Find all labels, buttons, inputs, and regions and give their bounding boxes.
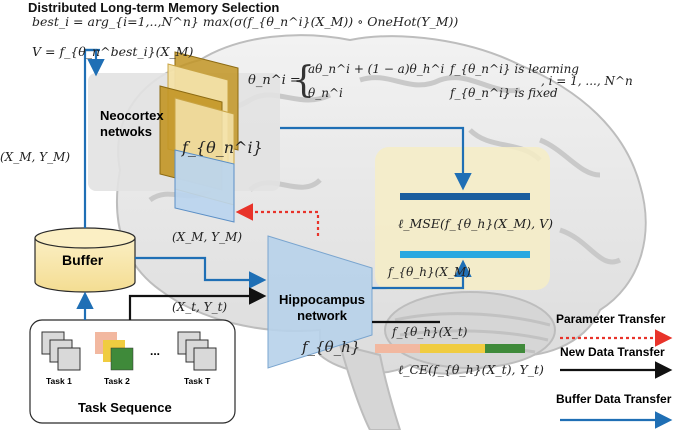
- hippocampus-output-xm-label: f_{θ_h}(X_M): [388, 265, 471, 279]
- hippocampus-output-xt-label: f_{θ_h}(X_t): [392, 325, 468, 339]
- new-pair-label: (X_t, Y_t): [172, 300, 228, 314]
- case-brace: {: [292, 60, 315, 101]
- neocortex-function-label: f_{θ_n^i}: [182, 138, 263, 157]
- legend-parameter-transfer: Parameter Transfer: [556, 312, 666, 326]
- theta-case-learning: aθ_n^i + (1 − a)θ_h^i: [308, 62, 445, 76]
- memory-pair-left-label: (X_M, Y_M): [0, 150, 71, 164]
- diagram-title: Distributed Long-term Memory Selection: [28, 0, 280, 15]
- neocortex-output-bar: [400, 193, 530, 200]
- legend-new-data-transfer: New Data Transfer: [560, 345, 665, 359]
- buffer-label: Buffer: [62, 252, 104, 268]
- theta-case-fixed: θ_n^i: [308, 86, 343, 100]
- taskT-label: Task T: [184, 376, 211, 386]
- condition-fixed: f_{θ_n^i} is fixed: [450, 86, 558, 100]
- task-sequence-label: Task Sequence: [78, 400, 172, 415]
- taskT-icon: [177, 331, 217, 371]
- v-equation: V = f_{θ_n^best_i}(X_M): [32, 44, 194, 59]
- index-range: , i = 1, ..., N^n: [541, 74, 633, 88]
- mse-loss-label: ℓ_MSE(f_{θ_h}(X_M), V): [398, 216, 553, 231]
- task2-icon: [95, 332, 134, 371]
- parameter-transfer-arrow: [235, 203, 320, 236]
- new-data-arrows: [128, 287, 440, 324]
- condition-learning: f_{θ_n^i} is learning: [450, 62, 579, 76]
- ce-loss-label: ℓ_CE(f_{θ_h}(X_t), Y_t): [398, 362, 544, 377]
- legend-buffer-data-transfer: Buffer Data Transfer: [556, 392, 672, 406]
- hippocampus-shape: [267, 235, 373, 369]
- hippocampus-label: Hippocampus network: [279, 292, 365, 323]
- best-i-equation: best_i = arg_{i=1,..,N^n} max(σ(f_{θ_n^i…: [32, 14, 459, 29]
- task1-icon: [41, 331, 81, 371]
- task1-label: Task 1: [46, 376, 72, 386]
- buffer-data-arrows: [76, 48, 472, 320]
- prediction-bar: [375, 344, 525, 353]
- memory-pair-mid-label: (X_M, Y_M): [172, 230, 243, 244]
- neocortex-label: Neocortex netwoks: [100, 108, 164, 139]
- neocortex-layers: [159, 51, 239, 223]
- task-ellipsis: ...: [150, 344, 161, 358]
- buffer-cylinder: [34, 227, 136, 293]
- hippocampus-function-label: f_{θ_h}: [302, 338, 361, 356]
- hippocampus-output-bar: [400, 251, 530, 258]
- task2-label: Task 2: [104, 376, 130, 386]
- theta-update-lhs: θ_n^i =: [248, 73, 301, 88]
